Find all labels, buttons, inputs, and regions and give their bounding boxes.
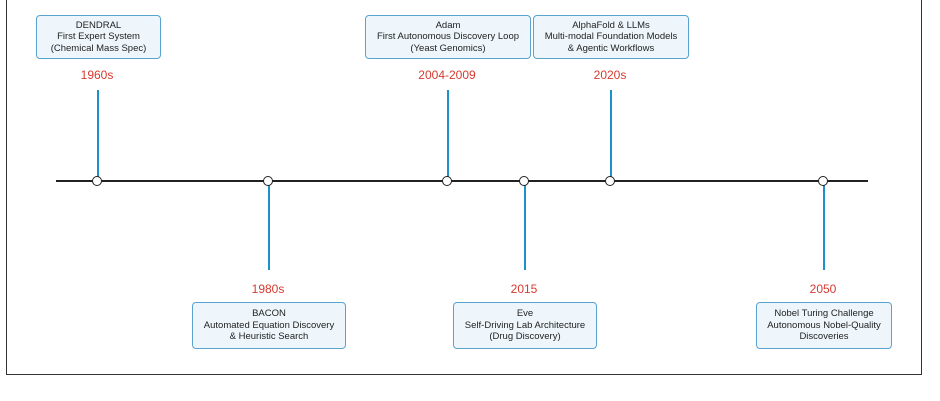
event-card-bacon: BACON Automated Equation Discovery & Heu… (192, 302, 346, 349)
event-card-eve: Eve Self-Driving Lab Architecture (Drug … (453, 302, 597, 349)
year-label-2015: 2015 (510, 282, 538, 296)
year-label-2004-2009: 2004-2009 (418, 68, 476, 82)
event-line: (Yeast Genomics) (410, 42, 486, 54)
event-card-alphafold: AlphaFold & LLMs Multi-modal Foundation … (533, 15, 689, 59)
marker-2015 (519, 176, 529, 186)
timeline-axis (56, 180, 868, 182)
event-line: Multi-modal Foundation Models (544, 31, 678, 43)
year-label-1960s: 1960s (80, 68, 114, 82)
event-line: (Chemical Mass Spec) (50, 42, 147, 54)
event-line: & Heuristic Search (229, 331, 309, 343)
event-line: Discoveries (799, 331, 849, 343)
marker-2050 (818, 176, 828, 186)
marker-2020s (605, 176, 615, 186)
event-line: Self-Driving Lab Architecture (464, 319, 586, 331)
marker-1980s (263, 176, 273, 186)
stem-1980s (268, 182, 270, 270)
event-line: Autonomous Nobel-Quality (767, 319, 881, 331)
event-card-adam: Adam First Autonomous Discovery Loop (Ye… (365, 15, 531, 59)
stem-1960s (97, 90, 99, 180)
year-label-1980s: 1980s (251, 282, 285, 296)
event-title: Eve (516, 308, 534, 320)
marker-2004-2009 (442, 176, 452, 186)
stem-2020s (610, 90, 612, 180)
stem-2004-2009 (447, 90, 449, 180)
year-label-2020s: 2020s (593, 68, 627, 82)
stem-2015 (524, 182, 526, 270)
stem-2050 (823, 182, 825, 270)
event-line: (Drug Discovery) (489, 331, 561, 343)
event-title: AlphaFold & LLMs (572, 19, 650, 31)
event-line: First Expert System (57, 31, 140, 43)
event-title: Nobel Turing Challenge (774, 308, 874, 320)
marker-1960s (92, 176, 102, 186)
event-title: Adam (435, 19, 461, 31)
event-card-nobel-turing: Nobel Turing Challenge Autonomous Nobel-… (756, 302, 892, 349)
event-card-dendral: DENDRAL First Expert System (Chemical Ma… (36, 15, 161, 59)
event-line: Automated Equation Discovery (203, 319, 335, 331)
event-line: & Agentic Workflows (567, 42, 655, 54)
year-label-2050: 2050 (809, 282, 837, 296)
event-title: DENDRAL (75, 19, 122, 31)
event-line: First Autonomous Discovery Loop (376, 31, 520, 43)
event-title: BACON (252, 308, 286, 320)
